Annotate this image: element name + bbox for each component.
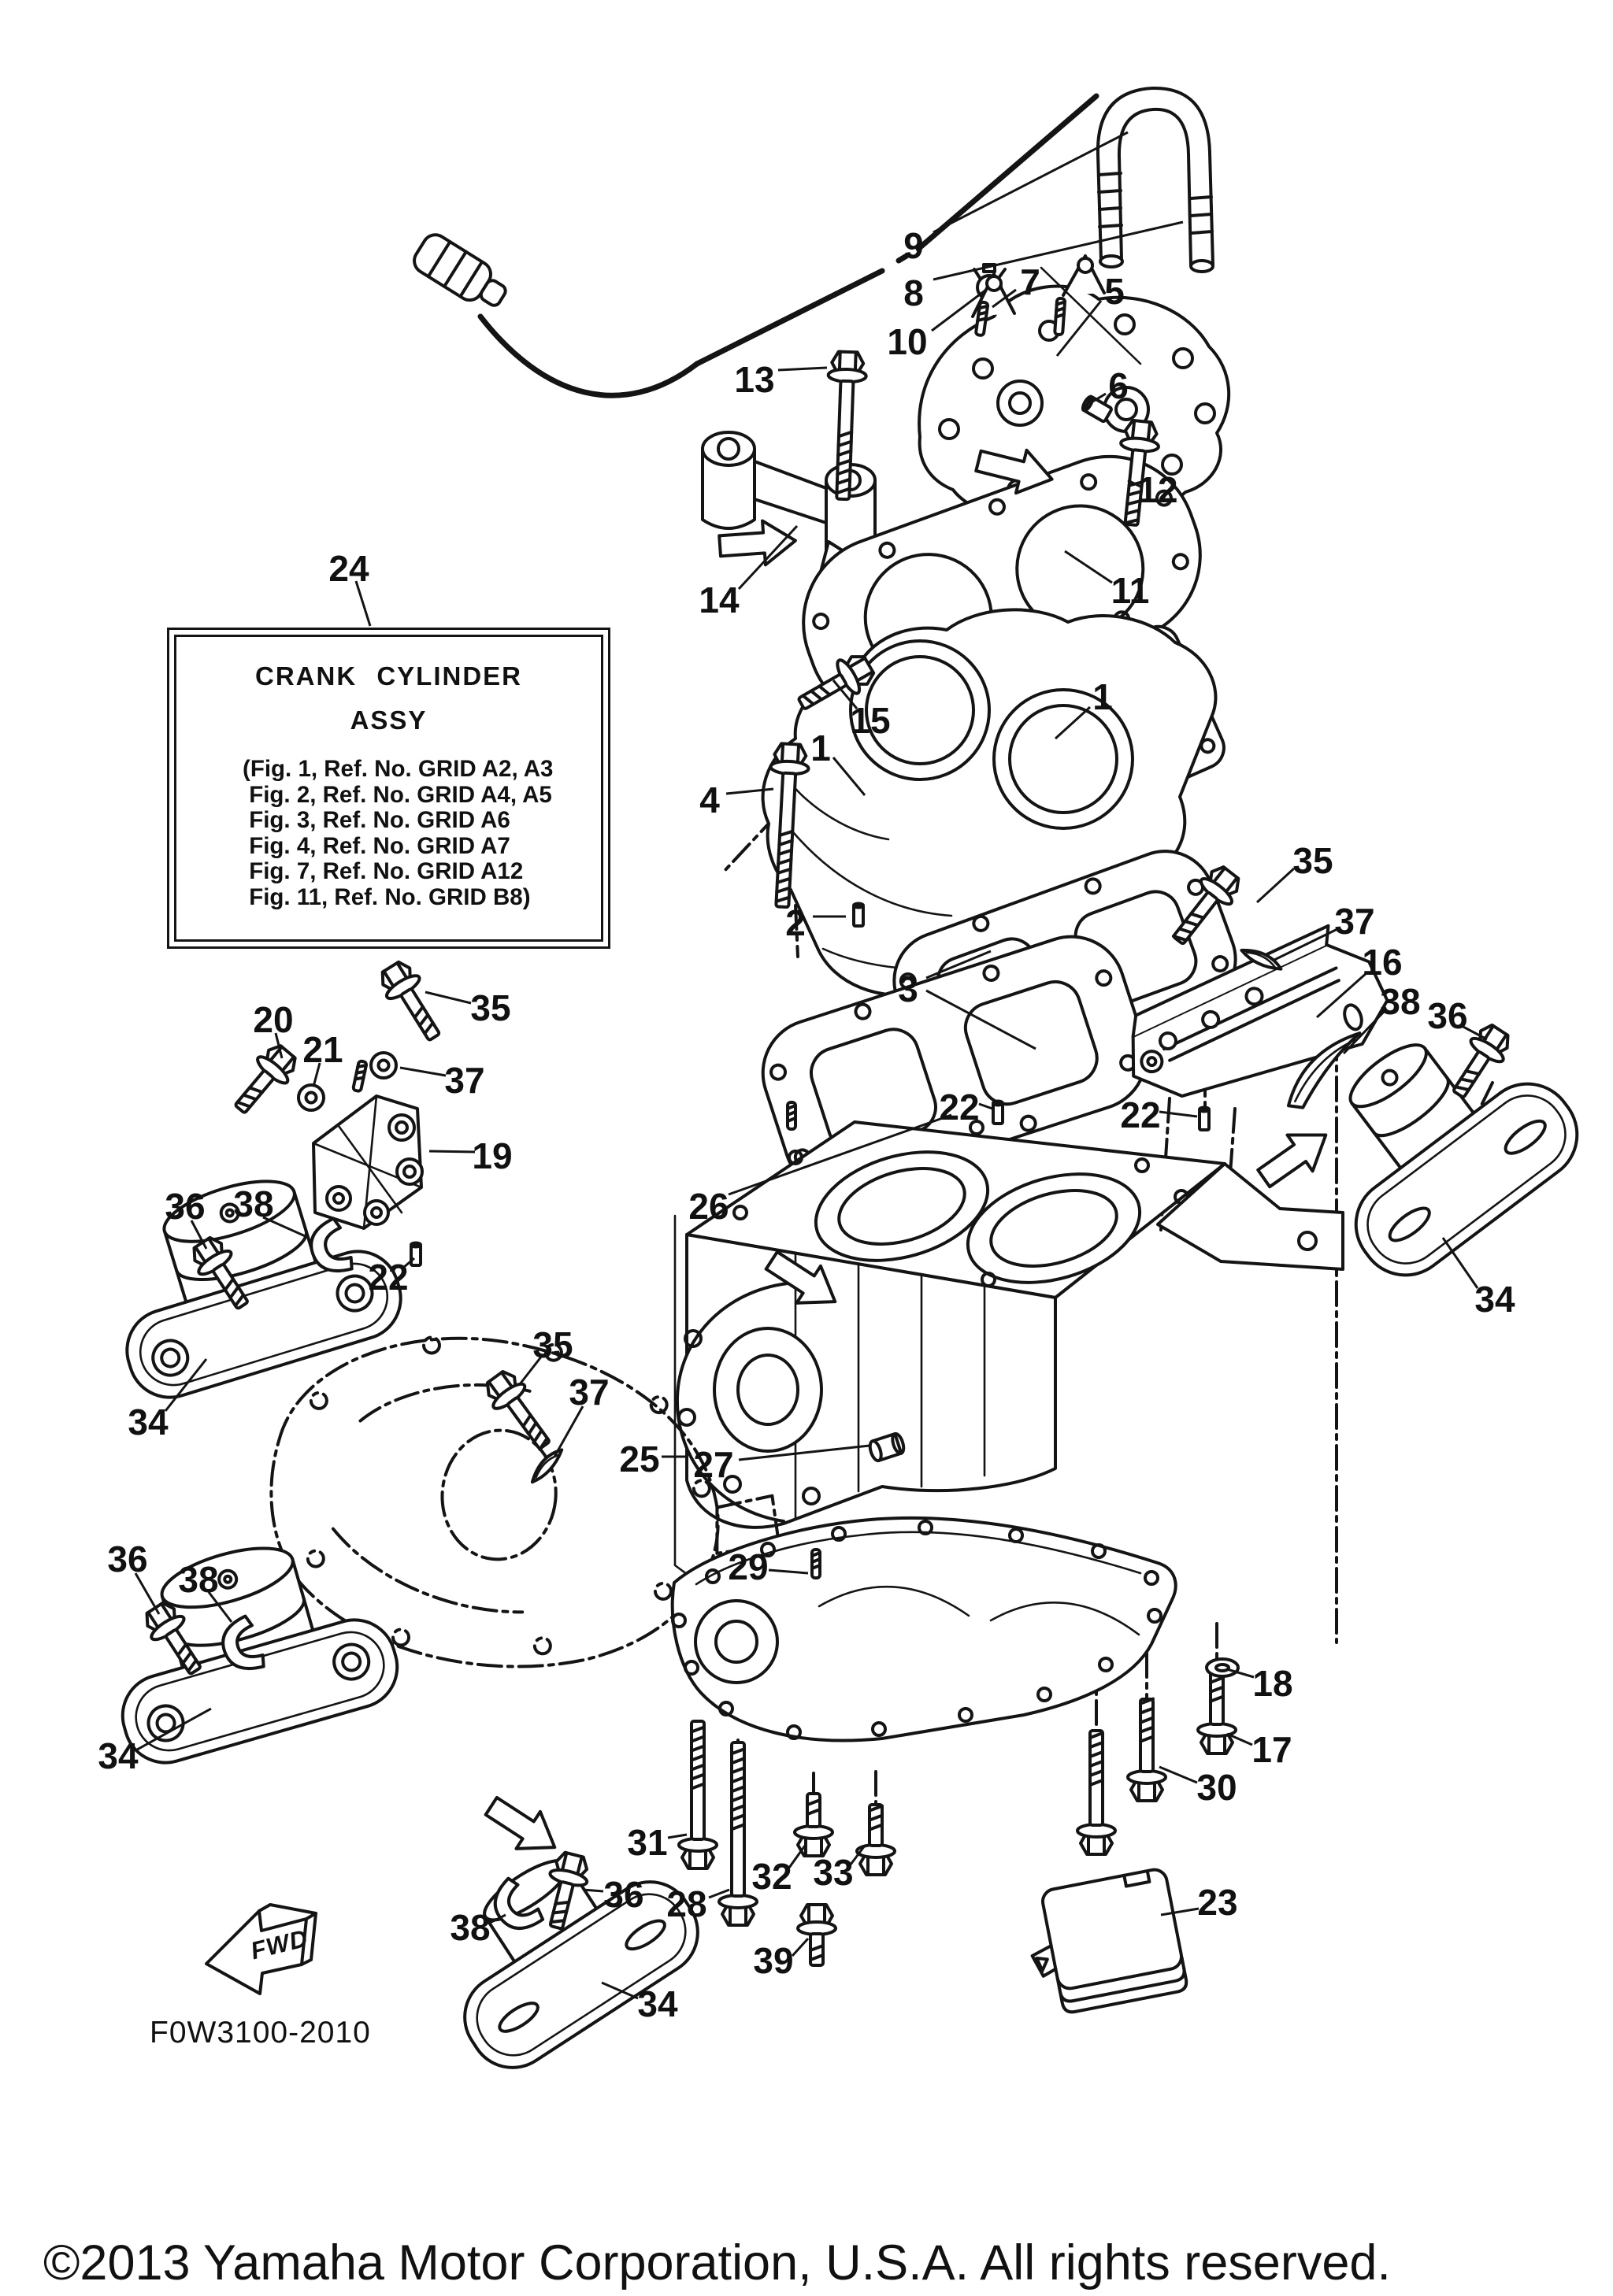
leaf-shim-right xyxy=(1286,1031,1362,1109)
svg-text:37: 37 xyxy=(569,1372,609,1413)
svg-text:31: 31 xyxy=(627,1822,667,1863)
svg-text:26: 26 xyxy=(688,1186,729,1227)
svg-text:17: 17 xyxy=(1251,1729,1292,1770)
engine-mount-right xyxy=(1348,1043,1579,1277)
svg-text:38: 38 xyxy=(233,1183,273,1224)
svg-text:7: 7 xyxy=(1020,261,1040,302)
svg-text:1: 1 xyxy=(1092,676,1113,717)
spark-plug-wire xyxy=(413,93,1099,398)
svg-text:3: 3 xyxy=(898,968,918,1009)
svg-text:1: 1 xyxy=(810,728,831,768)
svg-text:20: 20 xyxy=(253,999,293,1040)
info-box: CRANK CYLINDER ASSY (Fig. 1, Ref. No. GR… xyxy=(167,628,610,949)
svg-text:35: 35 xyxy=(1292,840,1333,881)
svg-text:4: 4 xyxy=(699,780,720,820)
crank-bushing xyxy=(868,1431,906,1463)
engine-mount-upper-left xyxy=(125,1179,402,1399)
fasteners xyxy=(145,296,1510,1967)
svg-text:34: 34 xyxy=(1474,1279,1515,1320)
svg-text:36: 36 xyxy=(603,1874,643,1915)
svg-text:13: 13 xyxy=(734,359,774,400)
svg-text:22: 22 xyxy=(1120,1094,1160,1135)
svg-text:19: 19 xyxy=(472,1135,512,1176)
svg-text:38: 38 xyxy=(178,1559,218,1600)
crankcase-upper xyxy=(673,1120,1344,1653)
svg-text:12: 12 xyxy=(1137,469,1177,510)
svg-text:2: 2 xyxy=(785,902,806,943)
svg-text:38: 38 xyxy=(450,1907,490,1948)
svg-text:38: 38 xyxy=(1380,981,1420,1022)
svg-text:22: 22 xyxy=(368,1257,408,1298)
fwd-arrow xyxy=(205,1903,317,1995)
diagram-code: F0W3100-2010 xyxy=(150,2016,371,2050)
svg-text:25: 25 xyxy=(619,1439,659,1479)
svg-text:22: 22 xyxy=(939,1087,979,1128)
svg-text:11: 11 xyxy=(1111,570,1150,611)
svg-text:33: 33 xyxy=(813,1852,853,1893)
breather-pipe xyxy=(1096,86,1214,273)
svg-text:35: 35 xyxy=(532,1324,573,1365)
svg-text:28: 28 xyxy=(666,1883,706,1924)
svg-text:10: 10 xyxy=(887,321,927,362)
svg-text:39: 39 xyxy=(753,1940,793,1981)
info-box-references: (Fig. 1, Ref. No. GRID A2, A3 Fig. 2, Re… xyxy=(243,756,554,910)
svg-text:35: 35 xyxy=(470,987,510,1028)
svg-text:14: 14 xyxy=(699,580,740,620)
copyright-text: ©2013 Yamaha Motor Corporation, U.S.A. A… xyxy=(43,2235,1391,2290)
info-box-title-line1: CRANK CYLINDER xyxy=(255,661,522,691)
svg-text:6: 6 xyxy=(1108,365,1129,406)
ecu-cover xyxy=(1030,1868,1188,2014)
svg-text:9: 9 xyxy=(903,225,924,266)
svg-text:37: 37 xyxy=(1334,901,1374,942)
svg-text:36: 36 xyxy=(107,1539,147,1579)
svg-text:21: 21 xyxy=(302,1029,343,1070)
svg-text:34: 34 xyxy=(128,1402,169,1442)
svg-text:23: 23 xyxy=(1197,1882,1237,1923)
svg-text:36: 36 xyxy=(165,1186,205,1227)
svg-text:8: 8 xyxy=(903,272,924,313)
svg-text:15: 15 xyxy=(850,700,890,741)
svg-text:36: 36 xyxy=(1427,995,1467,1036)
info-box-inner: CRANK CYLINDER ASSY (Fig. 1, Ref. No. GR… xyxy=(174,635,603,942)
svg-text:29: 29 xyxy=(728,1546,768,1587)
svg-text:18: 18 xyxy=(1252,1663,1292,1704)
svg-text:34: 34 xyxy=(98,1735,139,1776)
svg-text:16: 16 xyxy=(1362,942,1402,983)
mount-bracket-19 xyxy=(312,1094,424,1230)
assembly-arrows xyxy=(484,448,1328,1850)
svg-text:27: 27 xyxy=(693,1444,733,1485)
svg-text:32: 32 xyxy=(751,1856,792,1897)
svg-text:37: 37 xyxy=(444,1060,484,1101)
svg-text:24: 24 xyxy=(328,548,369,589)
svg-text:34: 34 xyxy=(637,1983,678,2024)
svg-text:5: 5 xyxy=(1104,271,1125,312)
svg-text:30: 30 xyxy=(1196,1767,1237,1808)
info-box-title-line2: ASSY xyxy=(350,705,428,735)
